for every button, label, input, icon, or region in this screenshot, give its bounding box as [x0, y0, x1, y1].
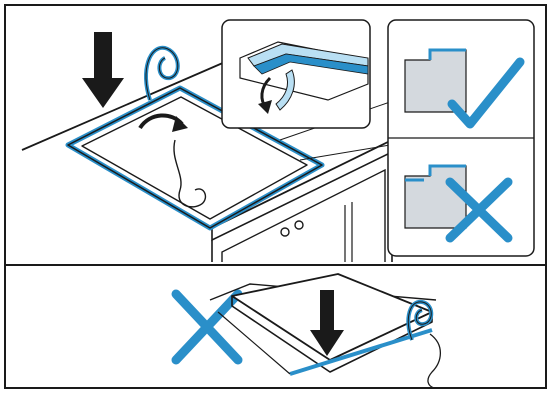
inset-tape-detail [222, 20, 370, 128]
inset-verdicts [388, 20, 534, 256]
